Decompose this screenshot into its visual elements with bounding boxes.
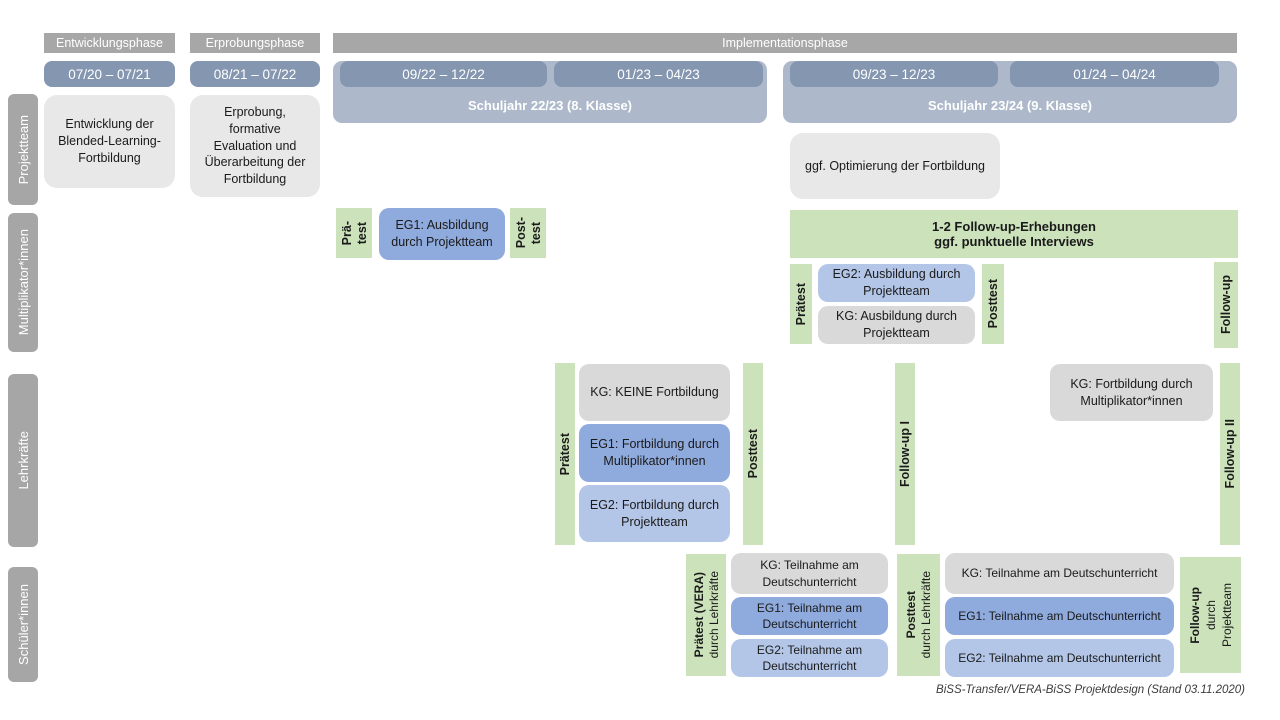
date-bar-0923-1223: 09/23 – 12/23 xyxy=(790,61,998,87)
box-eg2-ausbildung-projektteam: EG2: Ausbildung durch Projektteam xyxy=(818,264,975,302)
box-eg2-teilnahme-deutsch-2: EG2: Teilnahme am Deutschunterricht xyxy=(945,639,1174,677)
box-kg-teilnahme-deutsch-1: KG: Teilnahme am Deutschunterricht xyxy=(731,553,888,594)
row-label-lehrkraefte-text: Lehrkräfte xyxy=(15,431,31,490)
box-eg1-teilnahme-deutsch-2: EG1: Teilnahme am Deutschunterricht xyxy=(945,597,1174,635)
date-bar-0720-0721: 07/20 – 07/21 xyxy=(44,61,175,87)
praetest-line1: Prä- xyxy=(339,220,354,246)
lehrkraefte-followup1-bar: Follow-up I xyxy=(895,363,915,545)
followup-erhebungen-line1: 1-2 Follow-up-Erhebungen xyxy=(932,219,1096,234)
schueler-praetest-main-text: Prätest (VERA) xyxy=(691,572,706,658)
box-kg-ausbildung-projektteam: KG: Ausbildung durch Projektteam xyxy=(818,306,975,344)
lehrkraefte-praetest-text: Prätest xyxy=(558,432,572,476)
schueler-posttest-sub-text: durch Lehrkräfte xyxy=(919,571,933,659)
row-label-schueler: Schüler*innen xyxy=(8,567,38,682)
multiplikatoren-praetest2-bar: Prätest xyxy=(790,264,812,344)
box-followup-erhebungen: 1-2 Follow-up-Erhebungen ggf. punktuelle… xyxy=(790,210,1238,258)
posttest2-text: Posttest xyxy=(986,279,1000,329)
praetest2-text: Prätest xyxy=(794,282,808,326)
row-label-multiplikatoren: Multiplikator*innen xyxy=(8,213,38,352)
lehrkraefte-followup2-text: Follow-up II xyxy=(1223,419,1237,489)
box-kg-fortbildung-multiplikatoren: KG: Fortbildung durch Multiplikator*inne… xyxy=(1050,364,1213,421)
box-entwicklung-fortbildung: Entwicklung der Blended-Learning-Fortbil… xyxy=(44,95,175,188)
row-label-projektteam-text: Projektteam xyxy=(15,114,31,185)
multiplikatoren-praetest-bar: Prä- test xyxy=(336,208,372,258)
row-label-projektteam: Projektteam xyxy=(8,94,38,205)
posttest-line1: Post- xyxy=(513,217,528,249)
box-erprobung-evaluation: Erprobung, formative Evaluation und Über… xyxy=(190,95,320,197)
date-bar-0821-0722: 08/21 – 07/22 xyxy=(190,61,320,87)
box-eg2-teilnahme-deutsch-1: EG2: Teilnahme am Deutschunterricht xyxy=(731,639,888,677)
schueler-followup-sub1-text: durch xyxy=(1203,599,1218,631)
lehrkraefte-followup1-text: Follow-up I xyxy=(898,421,912,487)
row-label-schueler-text: Schüler*innen xyxy=(15,584,31,665)
schueler-followup-sub2-text: Projektteam xyxy=(1219,582,1234,648)
box-eg1-fortbildung-multiplikatoren: EG1: Fortbildung durch Multiplikator*inn… xyxy=(579,424,730,482)
phase-bar-entwicklung: Entwicklungsphase xyxy=(44,33,175,53)
lehrkraefte-posttest-text: Posttest xyxy=(746,429,760,479)
row-label-multiplikatoren-text: Multiplikator*innen xyxy=(15,229,31,336)
praetest-line2: test xyxy=(354,221,369,245)
schueler-posttest-main-text: Posttest xyxy=(904,591,918,639)
posttest-line2: test xyxy=(528,221,543,245)
schueler-followup-bar: Follow-up durch Projektteam xyxy=(1180,557,1241,673)
diagram-caption: BiSS-Transfer/VERA-BiSS Projektdesign (S… xyxy=(936,684,1245,696)
schueler-followup-main-text: Follow-up xyxy=(1187,586,1202,644)
schoolyear-label-22-23: Schuljahr 22/23 (8. Klasse) xyxy=(467,97,633,113)
lehrkraefte-followup2-bar: Follow-up II xyxy=(1220,363,1240,545)
box-kg-teilnahme-deutsch-2: KG: Teilnahme am Deutschunterricht xyxy=(945,553,1174,594)
schueler-posttest-bar: Posttest durch Lehrkräfte xyxy=(897,554,940,676)
lehrkraefte-praetest-bar: Prätest xyxy=(555,363,575,545)
box-optimierung-fortbildung: ggf. Optimierung der Fortbildung xyxy=(790,133,1000,199)
multiplikatoren-posttest-bar: Post- test xyxy=(510,208,546,258)
multiplikatoren-followup-bar: Follow-up xyxy=(1214,262,1238,348)
followup-erhebungen-line2: ggf. punktuelle Interviews xyxy=(934,234,1094,249)
phase-bar-erprobung: Erprobungsphase xyxy=(190,33,320,53)
schueler-praetest-vera-bar: Prätest (VERA) durch Lehrkräfte xyxy=(686,554,726,676)
date-bar-0922-1222: 09/22 – 12/22 xyxy=(340,61,547,87)
schueler-praetest-sub-text: durch Lehrkräfte xyxy=(706,571,721,659)
lehrkraefte-posttest-bar: Posttest xyxy=(743,363,763,545)
date-bar-0123-0423: 01/23 – 04/23 xyxy=(554,61,763,87)
phase-bar-implementation: Implementationsphase xyxy=(333,33,1237,53)
box-eg1-teilnahme-deutsch-1: EG1: Teilnahme am Deutschunterricht xyxy=(731,597,888,635)
box-eg2-fortbildung-projektteam: EG2: Fortbildung durch Projektteam xyxy=(579,485,730,542)
date-bar-0124-0424: 01/24 – 04/24 xyxy=(1010,61,1219,87)
schoolyear-label-23-24: Schuljahr 23/24 (9. Klasse) xyxy=(927,97,1093,113)
multiplikatoren-followup-text: Follow-up xyxy=(1219,275,1233,335)
box-kg-keine-fortbildung: KG: KEINE Fortbildung xyxy=(579,364,730,421)
box-eg1-ausbildung-projektteam: EG1: Ausbildung durch Projektteam xyxy=(379,208,505,260)
row-label-lehrkraefte: Lehrkräfte xyxy=(8,374,38,547)
multiplikatoren-posttest2-bar: Posttest xyxy=(982,264,1004,344)
